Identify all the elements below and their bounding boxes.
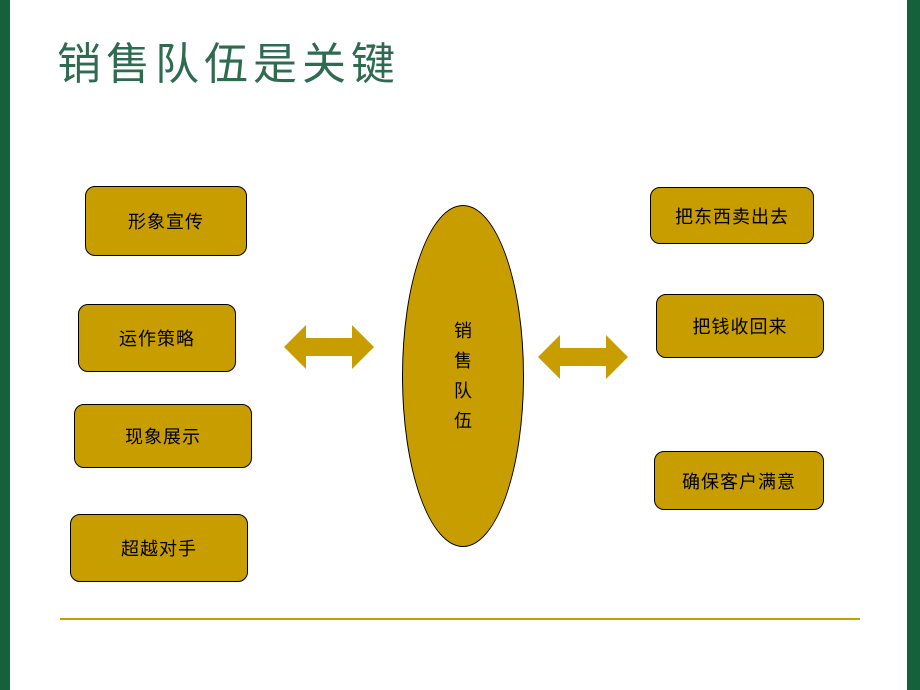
left-node-1-label: 形象宣传 [128,212,204,232]
slide-right-edge-bar [907,0,920,690]
right-node-3: 确保客户满意 [654,451,824,510]
left-node-3-label: 现象展示 [125,427,201,447]
left-node-3: 现象展示 [74,404,252,468]
double-arrow-left-icon [284,320,374,379]
center-ellipse-label: 销售队伍 [454,321,472,431]
right-node-2-label: 把钱收回来 [692,317,788,337]
right-node-2: 把钱收回来 [656,294,824,358]
page-title: 销售队伍是关键 [57,40,400,89]
left-node-4: 超越对手 [70,514,248,582]
slide-left-edge-bar [0,0,10,690]
center-ellipse-node: 销售队伍 [402,205,524,547]
left-node-2-label: 运作策略 [119,329,195,349]
right-node-1-label: 把东西卖出去 [675,206,789,227]
right-node-3-label: 确保客户满意 [682,471,796,492]
left-node-2: 运作策略 [78,304,236,372]
left-node-4-label: 超越对手 [121,539,197,559]
left-node-1: 形象宣传 [85,186,247,256]
double-arrow-right-icon [538,330,628,389]
right-node-1: 把东西卖出去 [650,187,814,244]
footer-divider [60,618,860,620]
